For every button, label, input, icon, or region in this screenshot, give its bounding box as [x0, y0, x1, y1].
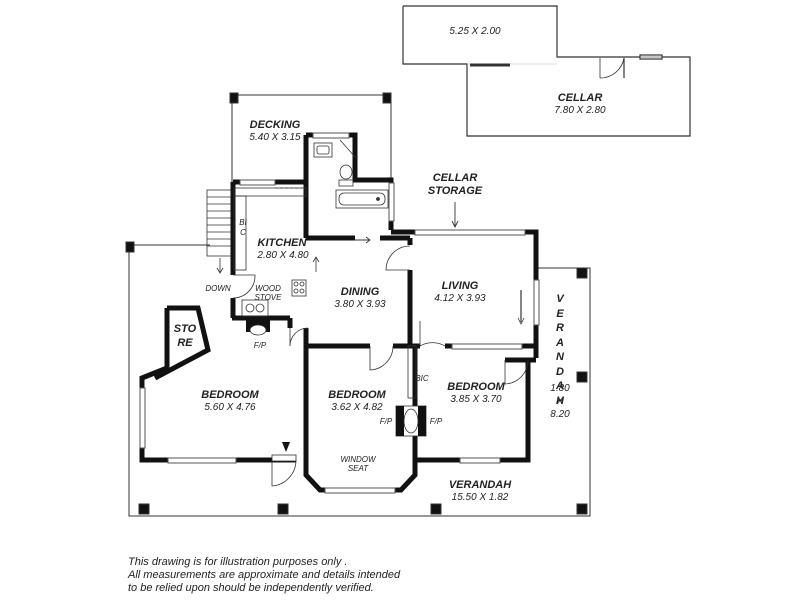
- window-seat-line2: SEAT: [347, 464, 369, 473]
- cellar-upper-dim: 5.25 X 2.00: [449, 26, 501, 37]
- windows: [139, 132, 540, 494]
- cellar-outline: [402, 5, 691, 137]
- decking-dim: 5.40 X 3.15: [249, 132, 301, 143]
- store-line1: STO: [173, 323, 197, 335]
- fixtures: [233, 142, 427, 437]
- disclaimer-line1: This drawing is for illustration purpose…: [128, 556, 348, 568]
- doors: [232, 139, 529, 487]
- cellar-name: CELLAR: [557, 92, 603, 104]
- disclaimer-line3: to be relied upon should be independentl…: [128, 582, 374, 594]
- dining-name: DINING: [340, 286, 380, 298]
- window-seat-line1: WINDOW: [340, 455, 376, 464]
- cellar-storage-arrow: [451, 202, 459, 229]
- verandah-side-name: VERANDAH: [556, 293, 564, 407]
- wood-stove-line2: STOVE: [254, 293, 282, 302]
- bedroom-mid-dim: 3.62 X 4.82: [331, 402, 383, 413]
- verandah-side-dim1: 1.80: [550, 383, 570, 394]
- verandah-side-x: X: [556, 396, 564, 407]
- fp-left-label: F/P: [253, 341, 267, 350]
- decking-outline: [229, 92, 392, 182]
- bedroom-mid-name: BEDROOM: [328, 389, 386, 401]
- dining-dim: 3.80 X 3.93: [334, 299, 386, 310]
- kitchen-name: KITCHEN: [257, 237, 307, 249]
- stairs: [206, 189, 232, 274]
- kitchen-dim: 2.80 X 4.80: [257, 250, 309, 261]
- kitchen-bic-label: BIC: [239, 218, 247, 237]
- bedroom-right-name: BEDROOM: [447, 381, 505, 393]
- cellar-storage-line1: CELLAR: [432, 172, 478, 184]
- disclaimer: This drawing is for illustration purpose…: [128, 556, 400, 595]
- cellar-dim: 7.80 X 2.80: [554, 105, 606, 116]
- bedroom-left-name: BEDROOM: [201, 389, 259, 401]
- living-dim: 4.12 X 3.93: [434, 293, 486, 304]
- bedroom-right-dim: 3.85 X 3.70: [450, 394, 502, 405]
- verandah-side-dim2: 8.20: [550, 409, 570, 420]
- down-label: DOWN: [205, 284, 231, 293]
- fp-mid-left-label: F/P: [379, 417, 393, 426]
- verandah-boundary: [125, 241, 591, 517]
- wood-stove-line1: WOOD: [255, 284, 281, 293]
- bic-bed-label: BIC: [415, 374, 429, 383]
- living-name: LIVING: [441, 280, 479, 292]
- disclaimer-line2: All measurements are approximate and det…: [128, 569, 401, 581]
- bedroom-left-dim: 5.60 X 4.76: [204, 402, 256, 413]
- verandah-front-name: VERANDAH: [448, 479, 512, 491]
- fp-mid-right-label: F/P: [429, 417, 443, 426]
- cellar-storage-line2: STORAGE: [427, 185, 483, 197]
- store-line2: RE: [177, 337, 193, 349]
- decking-name: DECKING: [249, 119, 301, 131]
- verandah-front-dim: 15.50 X 1.82: [451, 492, 509, 503]
